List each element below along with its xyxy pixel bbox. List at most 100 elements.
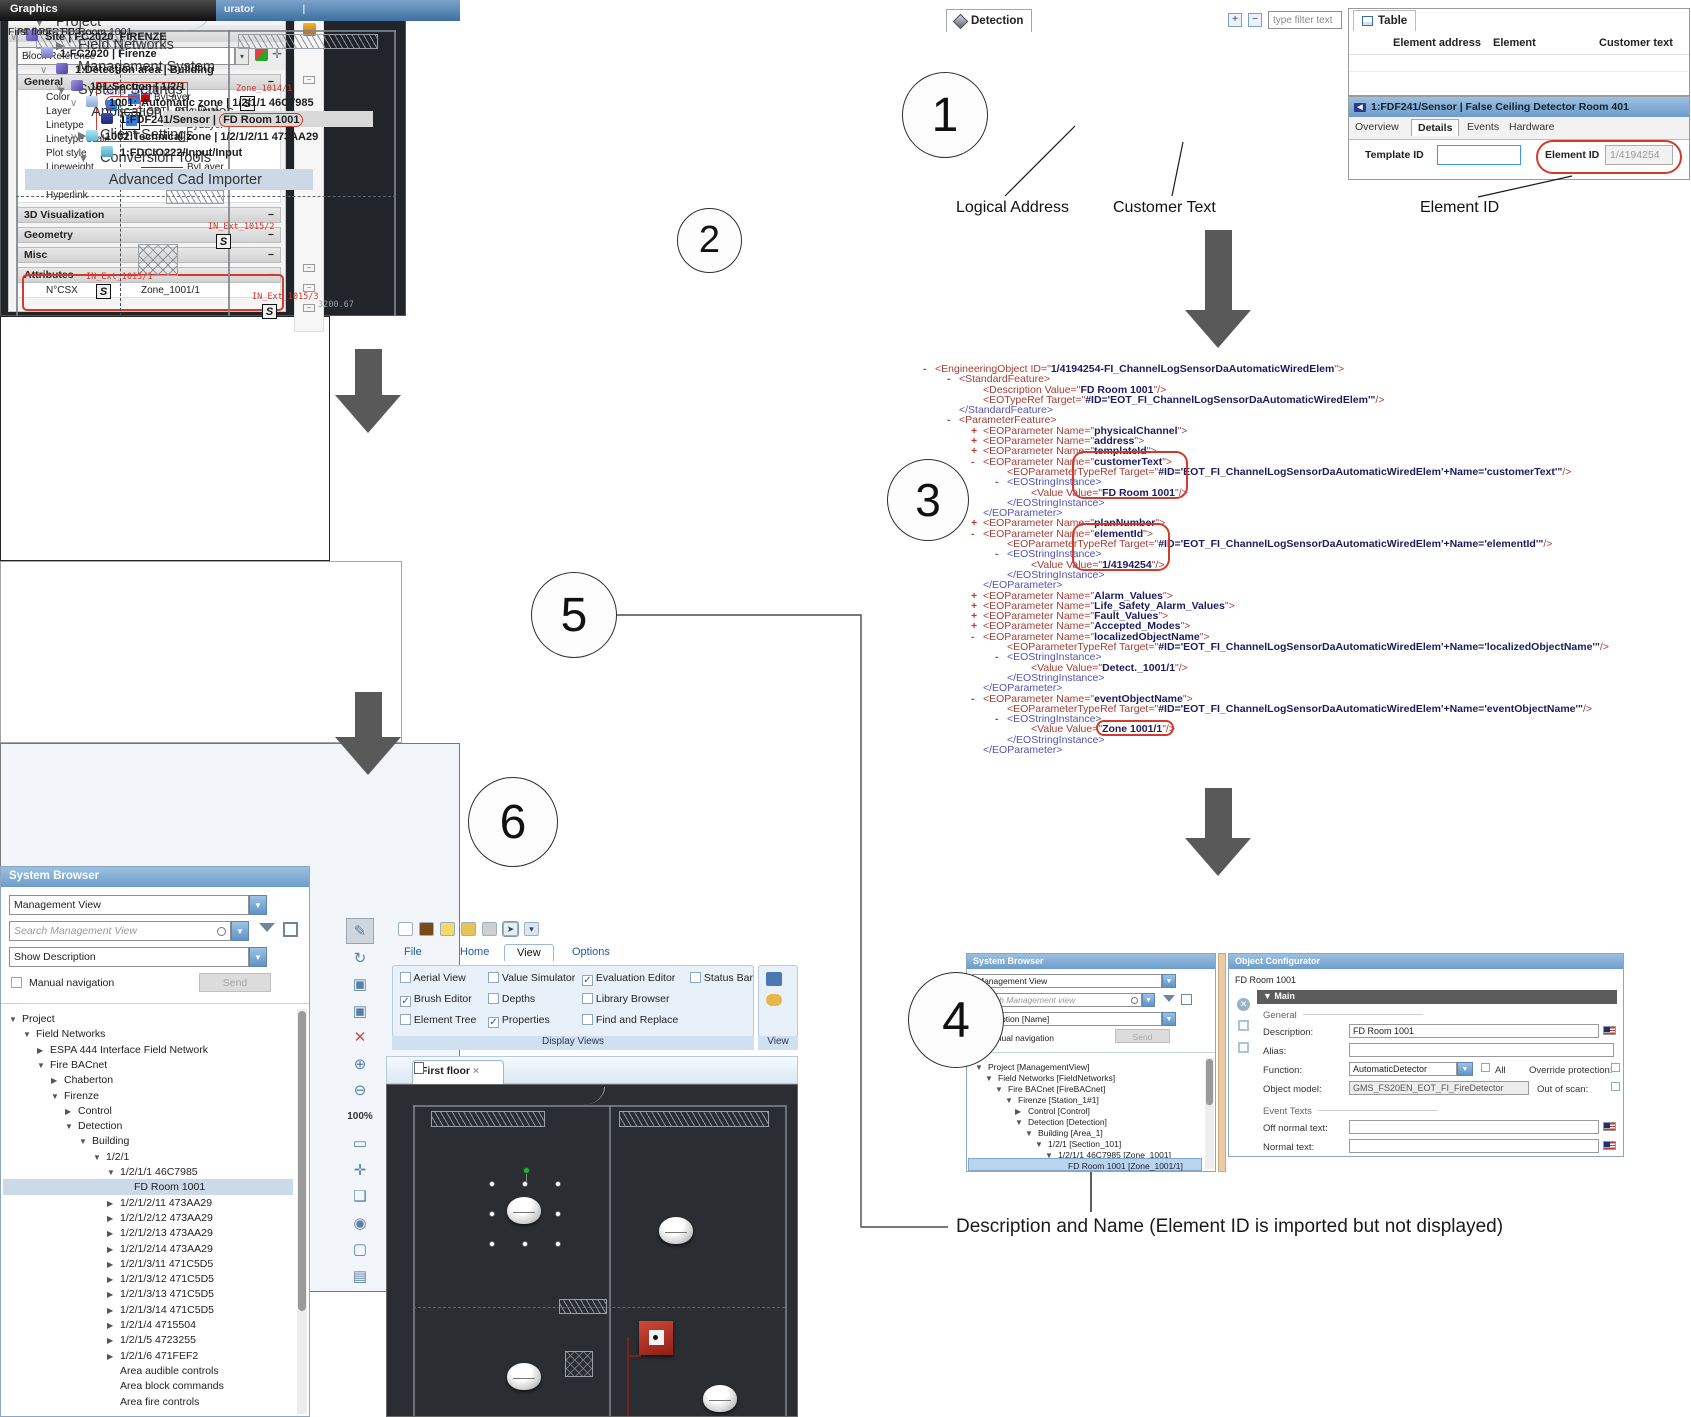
triangle-right-icon[interactable]: ▶ [107, 1336, 114, 1346]
rotation-handle[interactable] [523, 1167, 530, 1174]
smoke-detector[interactable] [659, 1217, 693, 1244]
triangle-down-icon[interactable]: ▼ [23, 1030, 31, 1040]
brush-icon[interactable] [302, 23, 316, 36]
xml-toggle[interactable]: - [995, 651, 999, 664]
chevron-down-icon[interactable]: ∨ [10, 32, 18, 43]
tree-row[interactable]: ▶1/2/1/3/14 471C5D5 [107, 1304, 214, 1316]
save-icon[interactable] [1181, 994, 1192, 1005]
triangle-down-icon[interactable]: ▼ [65, 1122, 73, 1132]
filter-input[interactable]: type filter text [1268, 11, 1342, 29]
triangle-down-icon[interactable]: ▼ [107, 1168, 115, 1177]
filter-icon[interactable] [259, 923, 275, 932]
xml-toggle[interactable]: + [971, 424, 978, 437]
find-and-replace-checkbox[interactable] [582, 1014, 593, 1025]
tab-view[interactable]: View [504, 944, 554, 961]
xml-toggle[interactable]: + [971, 599, 978, 612]
close-icon[interactable]: ✕ [1237, 998, 1250, 1011]
breadcrumb[interactable]: First floor · FD Room 1001 [8, 26, 133, 38]
table-tab[interactable]: Table [1353, 10, 1417, 31]
tree-row[interactable]: ▶1/2/1/2/13 473AA29 [107, 1227, 213, 1239]
collapse-icon[interactable]: − [267, 229, 274, 241]
normal-text-input[interactable] [1349, 1139, 1599, 1153]
selected-block[interactable] [128, 94, 140, 104]
triangle-down-icon[interactable]: ▼ [975, 1063, 983, 1072]
tree-row[interactable]: ▼Fire BACnet [FireBACnet] [995, 1084, 1105, 1094]
tree-row[interactable]: ▶Control [65, 1105, 112, 1117]
brush-editor-checkbox[interactable]: ✓ [400, 996, 411, 1007]
view-select[interactable]: Management View [9, 895, 249, 915]
brush-icon[interactable]: ✎ [346, 918, 374, 944]
triangle-down-icon[interactable]: ▼ [93, 1152, 101, 1162]
tree-row[interactable]: ▶Control [Control] [1015, 1106, 1090, 1116]
smoke-detector[interactable] [507, 1197, 541, 1224]
marquee-icon[interactable]: ▭ [352, 1135, 368, 1152]
tab-home[interactable]: Home [460, 946, 490, 958]
model-box-icon[interactable] [419, 922, 434, 936]
triangle-right-icon[interactable]: ▶ [78, 130, 87, 142]
tree-row[interactable]: ∨Site | FC2020_FIRENZE [10, 30, 167, 43]
tree-row[interactable]: ∨1002:Technical zone | 1/2/1/2/11 473AA2… [70, 129, 319, 143]
tree-row[interactable]: ▼Field Networks [23, 1028, 105, 1040]
checkbox-option[interactable]: ✓ Evaluation Editor [582, 972, 675, 986]
chevron-down-icon[interactable]: ∨ [40, 65, 48, 77]
triangle-right-icon[interactable]: ▶ [107, 1290, 114, 1300]
save-icon[interactable] [283, 922, 298, 937]
detector-symbol[interactable]: S [240, 96, 255, 111]
print-icon[interactable]: ▤ [352, 1267, 368, 1285]
tree-row[interactable]: ▶1/2/1/6 471FEF2 [107, 1350, 198, 1362]
template-id-input[interactable] [1437, 145, 1521, 165]
all-checkbox[interactable] [1481, 1063, 1490, 1072]
tree-row[interactable]: FD Room 1001 [Zone_1001/1] [1055, 1161, 1183, 1171]
chevron-down-icon[interactable]: ▼ [1162, 1012, 1176, 1026]
rotate-icon[interactable]: ↻ [353, 949, 367, 967]
floor-plan-tab[interactable]: First floor × [412, 1060, 504, 1084]
checkbox-option[interactable]: Aerial View [400, 972, 466, 984]
triangle-right-icon[interactable]: ▶ [107, 1351, 114, 1361]
tree-row[interactable]: ▼Field Networks [FieldNetworks] [985, 1073, 1115, 1083]
tree-row[interactable]: ▶1/2/1/2/12 473AA29 [107, 1212, 213, 1224]
close-icon[interactable]: ✕ [353, 1029, 367, 1046]
properties-checkbox[interactable]: ✓ [488, 1017, 499, 1028]
detector-symbol[interactable]: S [96, 284, 111, 299]
tab-options[interactable]: Options [572, 946, 610, 958]
tree-row[interactable]: 1:FDF241/Sensor | FD Room 1001 [85, 113, 304, 127]
override-protection-checkbox[interactable] [1611, 1063, 1620, 1072]
zoom-level[interactable]: 100% [347, 1111, 373, 1122]
chevron-down-icon[interactable]: ∨ [25, 48, 33, 60]
triangle-right-icon[interactable]: ▶ [1015, 1107, 1022, 1116]
language-flag-icon[interactable] [1603, 1122, 1616, 1131]
triangle-right-icon[interactable]: ▶ [107, 1229, 114, 1239]
triangle-down-icon[interactable]: ▼ [78, 152, 89, 165]
checkbox-option[interactable]: Depths [488, 993, 535, 1005]
triangle-down-icon[interactable]: ▼ [1035, 1140, 1043, 1149]
close-icon[interactable]: × [470, 1065, 480, 1077]
save-icon[interactable] [1238, 1020, 1249, 1031]
save-icon[interactable] [482, 922, 497, 936]
collapse-all-button[interactable]: − [1248, 13, 1262, 27]
xml-toggle[interactable]: - [971, 527, 975, 540]
tree-row[interactable]: ▼Fire BACnet [37, 1059, 107, 1071]
scrollbar-thumb[interactable] [1206, 1059, 1213, 1105]
checkbox-option[interactable]: Element Tree [400, 1014, 476, 1026]
triangle-right-icon[interactable]: ▶ [51, 1076, 58, 1086]
tree-row[interactable]: ▼1/2/1/1 46C7985 [107, 1166, 198, 1178]
xml-toggle[interactable]: + [971, 517, 978, 530]
xml-toggle[interactable]: - [923, 363, 927, 375]
section-geometry[interactable]: Geometry− [17, 227, 281, 243]
tree-row[interactable]: ▼1/2/1 [Section_101] [1035, 1139, 1121, 1149]
xml-toggle[interactable]: - [947, 414, 951, 427]
triangle-down-icon[interactable]: ▼ [37, 1060, 45, 1070]
xml-toggle[interactable]: + [971, 445, 978, 458]
chevron-down-icon[interactable]: ▼ [1162, 974, 1176, 988]
comment-icon[interactable]: ❑ [353, 1188, 367, 1205]
tree-row[interactable]: ▶1/2/1/5 4723255 [107, 1334, 196, 1346]
save-light-icon[interactable]: ▣ [352, 976, 368, 993]
selected-block[interactable] [106, 100, 117, 111]
triangle-down-icon[interactable]: ▼ [985, 1074, 993, 1083]
zoom-in-icon[interactable]: ⊕ [353, 1055, 367, 1073]
pick-add-icon[interactable]: ✛ [272, 47, 283, 61]
scrollbar[interactable] [1205, 1058, 1214, 1169]
